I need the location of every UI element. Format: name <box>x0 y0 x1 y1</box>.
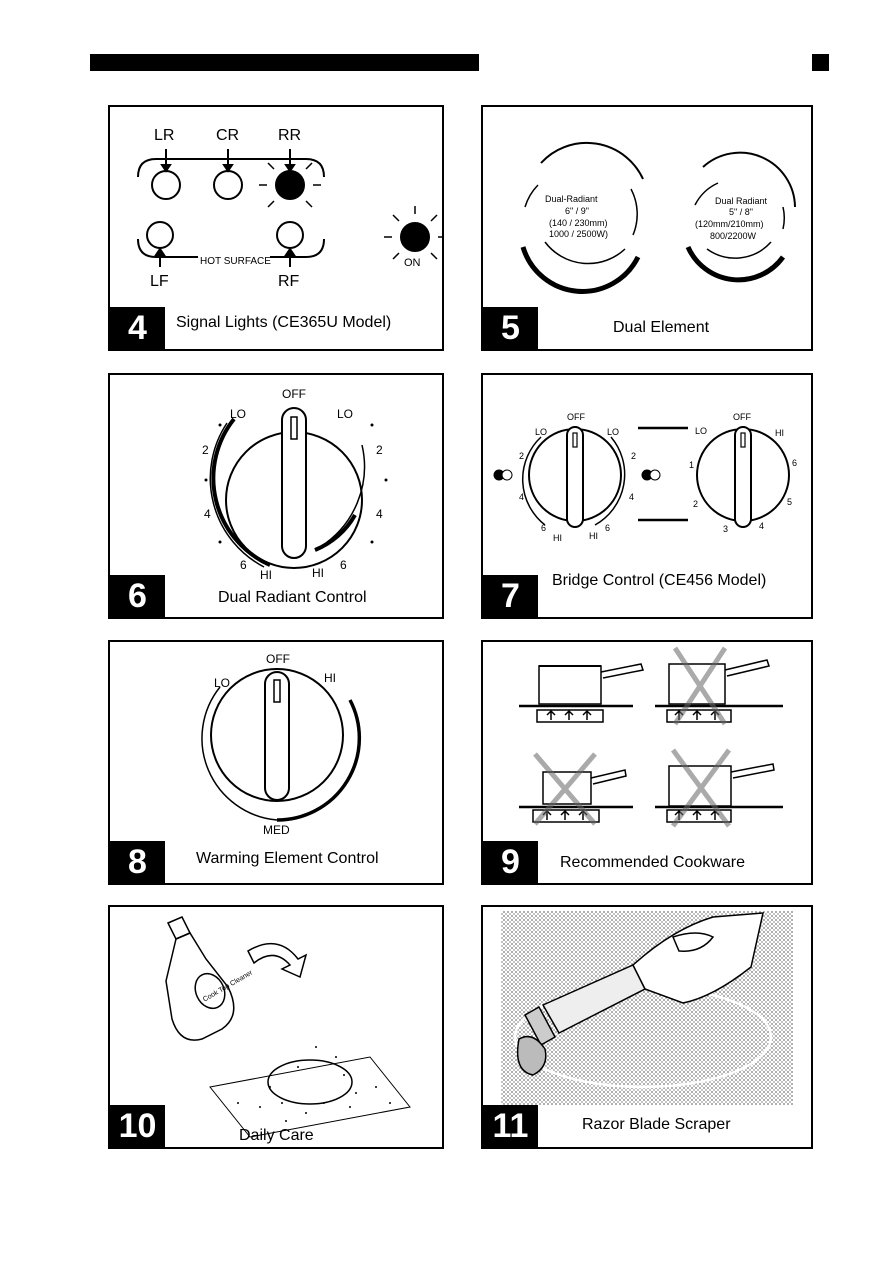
label-hi-right: HI <box>312 566 324 580</box>
warming-control-knob <box>201 668 362 822</box>
figure-caption: Daily Care <box>239 1127 314 1144</box>
label-lf: LF <box>150 273 169 290</box>
label-lo: LO <box>214 676 231 690</box>
left-knob-lo-right: LO <box>607 427 620 437</box>
left-knob-lo-left: LO <box>535 427 548 437</box>
left-knob-2-right: 2 <box>631 451 637 461</box>
right-knob-1: 1 <box>689 460 695 470</box>
right-knob-5: 5 <box>787 497 793 507</box>
left-knob-4-right: 4 <box>629 492 635 502</box>
bridge-control-knobs <box>493 426 790 528</box>
label-6-left: 6 <box>240 558 247 572</box>
label-rf: RF <box>278 273 300 290</box>
figure-caption: Dual Element <box>613 319 710 336</box>
label-4-left: 4 <box>204 507 211 521</box>
cookware-illustration <box>519 646 783 828</box>
right-knob-off: OFF <box>733 412 751 422</box>
figure-number: 5 <box>483 307 538 349</box>
left-element-mm: (140 / 230mm) <box>549 218 608 228</box>
right-knob-3: 3 <box>723 524 729 534</box>
right-knob-2: 2 <box>693 499 699 509</box>
figure-number: 6 <box>110 575 165 617</box>
panel-dual-element: Dual-Radiant 6" / 9" (140 / 230mm) 1000 … <box>481 105 813 351</box>
figure-number: 11 <box>483 1105 538 1147</box>
label-lr: LR <box>154 127 175 144</box>
right-knob-hi: HI <box>775 428 784 438</box>
label-rr: RR <box>278 127 302 144</box>
panel-bridge-control: OFF LO LO 2 2 4 4 6 6 HI HI OFF LO HI 1 … <box>481 373 813 619</box>
label-4-right: 4 <box>376 507 383 521</box>
figure-caption: Dual Radiant Control <box>218 589 367 606</box>
label-med: MED <box>263 823 290 837</box>
label-hi: HI <box>324 671 336 685</box>
panel-warming-element-control: OFF LO HI MED 8 Warming Element Control <box>108 640 444 885</box>
figure-number: 10 <box>110 1105 165 1147</box>
figure-number: 9 <box>483 841 538 883</box>
left-element-size: 6" / 9" <box>565 206 589 216</box>
panel-recommended-cookware: 9 Recommended Cookware <box>481 640 813 885</box>
figure-caption: Bridge Control (CE456 Model) <box>552 572 767 589</box>
label-lo-right: LO <box>337 407 354 421</box>
header-marker <box>812 54 829 71</box>
daily-care-illustration <box>165 916 411 1138</box>
right-knob-lo: LO <box>695 426 708 436</box>
figure-caption: Warming Element Control <box>196 850 379 867</box>
label-6-right: 6 <box>340 558 347 572</box>
label-on: ON <box>404 257 421 269</box>
figure-number: 8 <box>110 841 165 883</box>
panel-dual-radiant-control: OFF LO LO 2 2 4 4 6 6 HI HI 6 Dual Radia… <box>108 373 444 619</box>
left-knob-4-left: 4 <box>519 492 525 502</box>
panel-daily-care: Cook Top Cleaner 10 Daily Care <box>108 905 444 1149</box>
left-knob-hi-right: HI <box>589 531 598 541</box>
label-hot-surface: HOT SURFACE <box>200 256 271 267</box>
panel-razor-blade-scraper: 11 Razor Blade Scraper <box>481 905 813 1149</box>
left-element-watts: 1000 / 2500W) <box>549 229 609 239</box>
label-hi-left: HI <box>260 568 272 582</box>
label-lo-left: LO <box>230 407 247 421</box>
figure-number: 7 <box>483 575 538 617</box>
razor-scraper-illustration <box>501 911 793 1105</box>
label-cr: CR <box>216 127 240 144</box>
label-2-right: 2 <box>376 443 383 457</box>
panel-signal-lights: LR CR RR HOT SURFACE LF RF ON 4 Signal L… <box>108 105 444 351</box>
right-element-size: 5" / 8" <box>729 207 753 217</box>
left-knob-6-right: 6 <box>605 523 611 533</box>
right-element-mm: (120mm/210mm) <box>695 219 764 229</box>
header-bar <box>90 54 479 71</box>
left-element-type: Dual-Radiant <box>545 194 598 204</box>
left-knob-off: OFF <box>567 412 585 422</box>
figure-caption: Razor Blade Scraper <box>582 1116 731 1133</box>
left-knob-hi-left: HI <box>553 533 562 543</box>
figure-caption: Recommended Cookware <box>560 854 745 871</box>
left-knob-6-left: 6 <box>541 523 547 533</box>
dual-radiant-knob <box>204 407 388 569</box>
right-knob-6: 6 <box>792 458 798 468</box>
dual-element-illustration <box>520 141 796 294</box>
figure-caption: Signal Lights (CE365U Model) <box>176 314 392 331</box>
label-off: OFF <box>282 387 306 401</box>
label-off: OFF <box>266 652 290 666</box>
label-2-left: 2 <box>202 443 209 457</box>
figure-number: 4 <box>110 307 165 349</box>
signal-lights-illustration <box>137 149 442 267</box>
left-knob-2-left: 2 <box>519 451 525 461</box>
right-element-watts: 800/2200W <box>710 231 757 241</box>
right-element-type: Dual Radiant <box>715 196 768 206</box>
right-knob-4: 4 <box>759 521 765 531</box>
